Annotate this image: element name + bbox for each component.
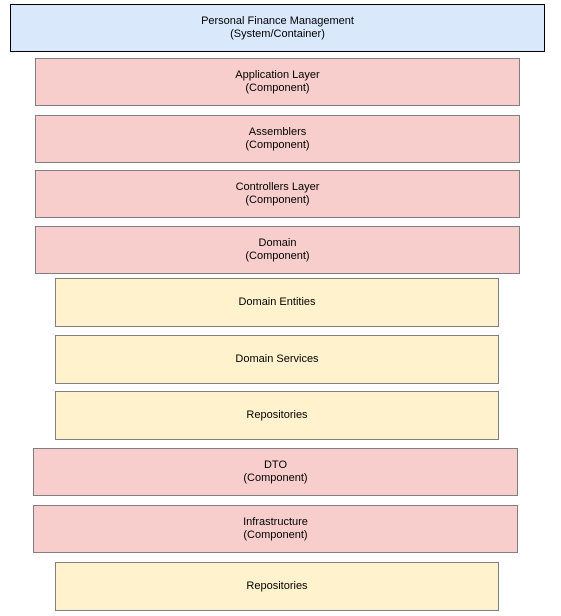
- domain-subtitle: (Component): [245, 250, 310, 262]
- domain-entities-box: Domain Entities: [55, 278, 499, 327]
- application-layer-title: Application Layer: [235, 69, 320, 81]
- application-layer-box: Application Layer (Component): [35, 58, 520, 106]
- repositories-domain-box: Repositories: [55, 391, 499, 440]
- system-container-subtitle: (System/Container): [230, 28, 325, 40]
- domain-title: Domain: [258, 237, 297, 249]
- controllers-layer-title: Controllers Layer: [235, 181, 320, 193]
- application-layer-subtitle: (Component): [245, 82, 310, 94]
- infrastructure-box: Infrastructure (Component): [33, 505, 518, 553]
- repositories-domain-title: Repositories: [246, 409, 308, 421]
- dto-box: DTO (Component): [33, 448, 518, 496]
- infrastructure-subtitle: (Component): [243, 529, 308, 541]
- domain-entities-title: Domain Entities: [238, 296, 316, 308]
- infrastructure-title: Infrastructure: [243, 516, 308, 528]
- domain-box: Domain (Component): [35, 226, 520, 274]
- system-container-box: Personal Finance Management (System/Cont…: [10, 4, 545, 52]
- system-container-title: Personal Finance Management: [201, 15, 354, 27]
- repositories-infra-box: Repositories: [55, 562, 499, 611]
- dto-title: DTO: [263, 459, 288, 471]
- assemblers-box: Assemblers (Component): [35, 115, 520, 163]
- domain-services-box: Domain Services: [55, 335, 499, 384]
- dto-subtitle: (Component): [243, 472, 308, 484]
- repositories-infra-title: Repositories: [246, 580, 308, 592]
- controllers-layer-subtitle: (Component): [245, 194, 310, 206]
- domain-services-title: Domain Services: [235, 353, 319, 365]
- assemblers-title: Assemblers: [248, 126, 307, 138]
- controllers-layer-box: Controllers Layer (Component): [35, 170, 520, 218]
- assemblers-subtitle: (Component): [245, 139, 310, 151]
